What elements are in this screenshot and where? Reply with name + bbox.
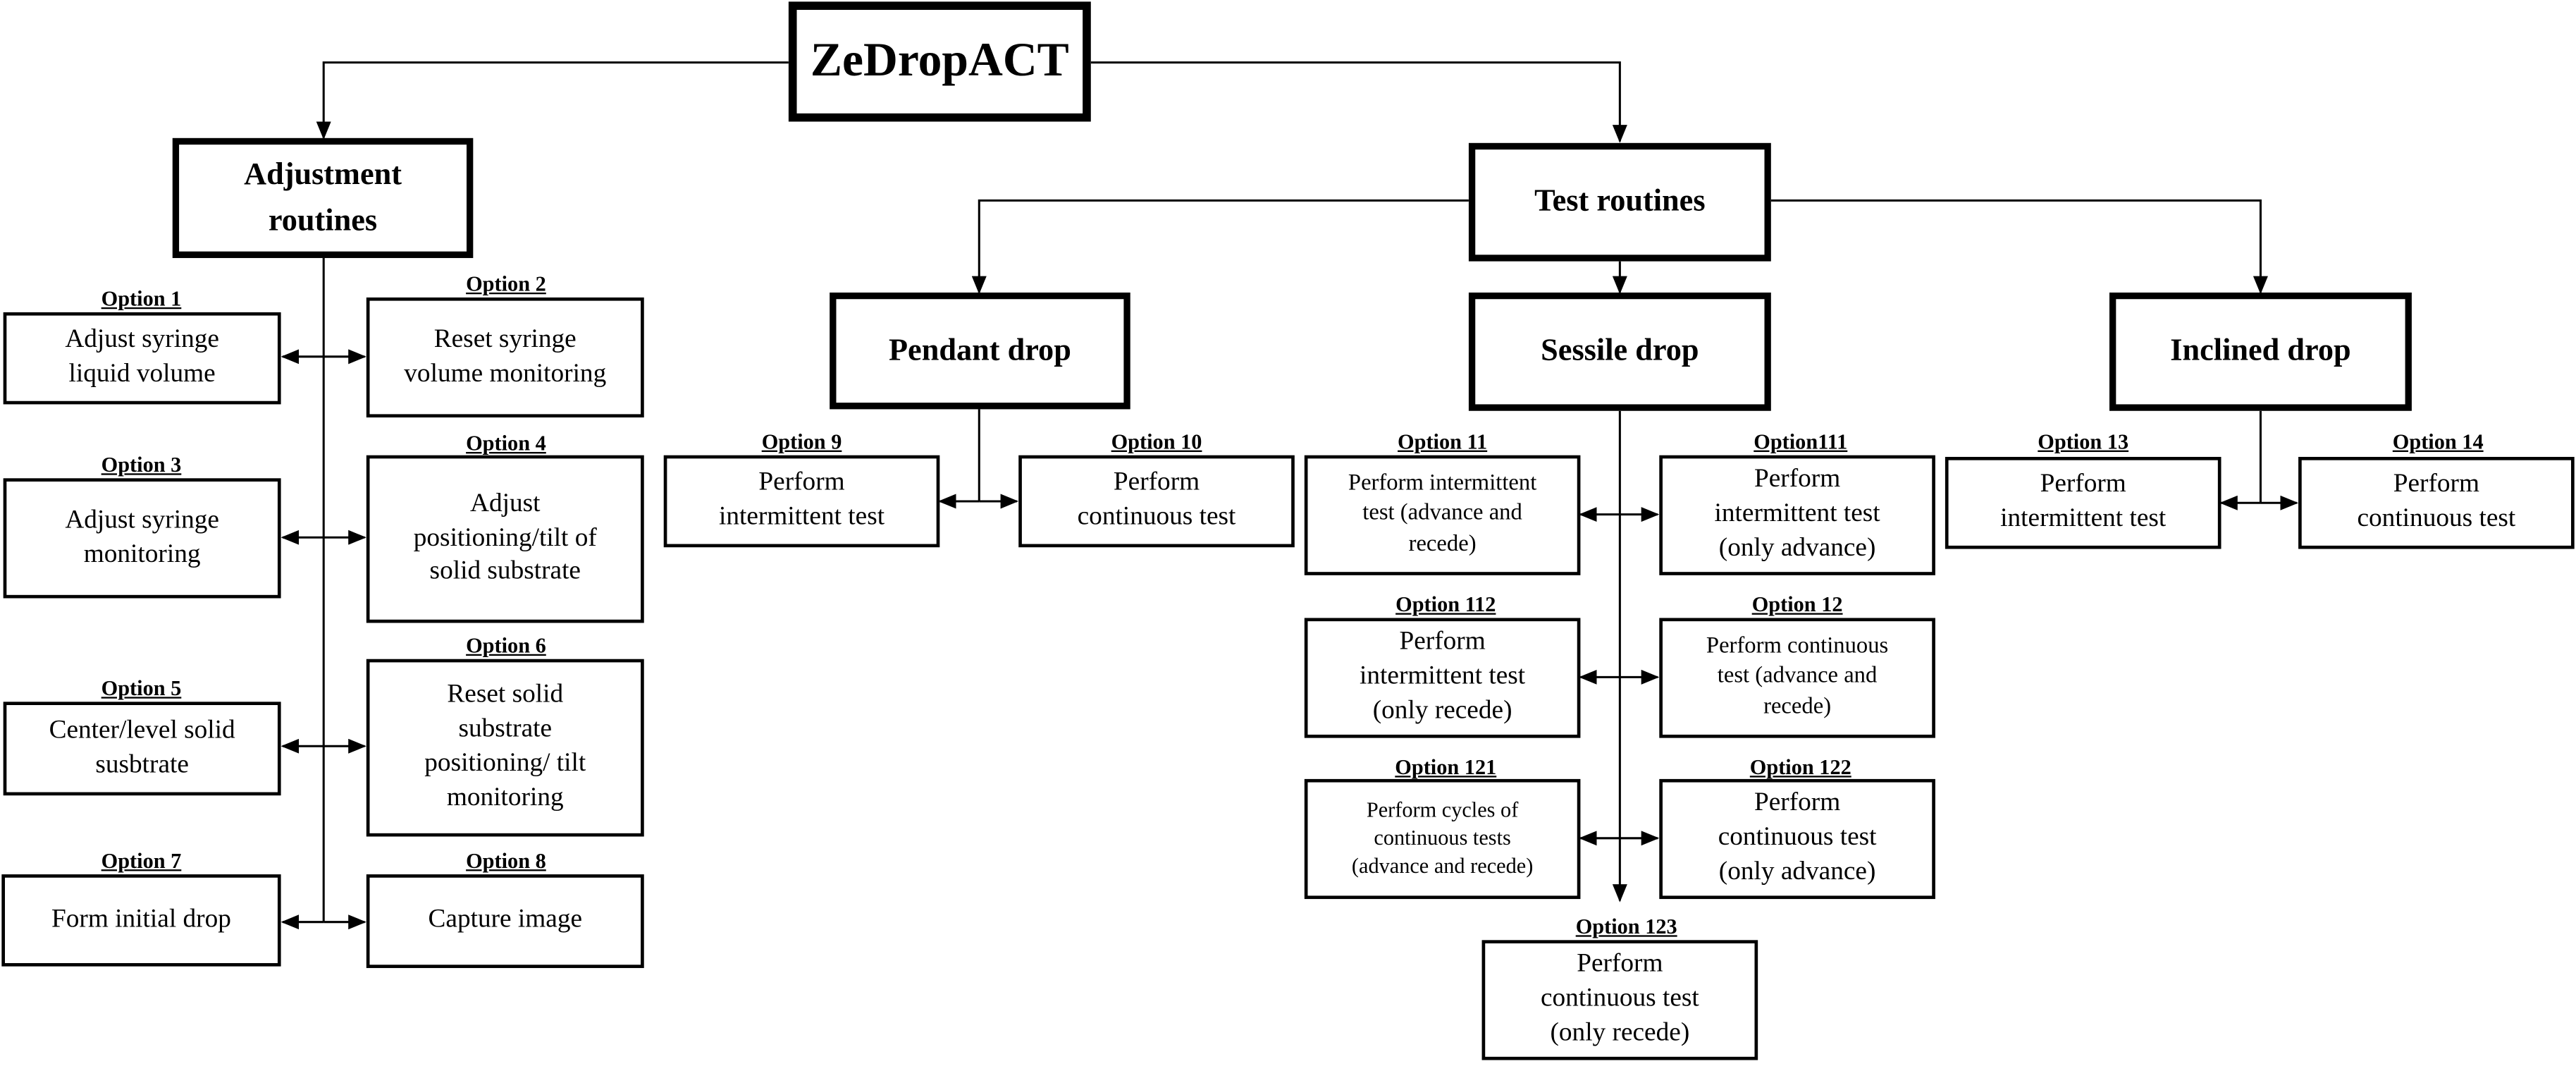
test-routines-node: Test routines bbox=[1468, 142, 1771, 262]
option-123-label: Option 123 bbox=[1575, 914, 1677, 939]
option-121-node: Perform cycles of continuous tests (adva… bbox=[1304, 778, 1581, 900]
option-6-node: Reset solid substrate positioning/ tilt … bbox=[366, 659, 644, 837]
option-7-node: Form initial drop bbox=[1, 874, 281, 967]
option-2-node: Reset syringe volume monitoring bbox=[366, 297, 644, 418]
option-123-node: Perform continuous test (only recede) bbox=[1481, 940, 1758, 1060]
option-13-label: Option 13 bbox=[2038, 429, 2129, 454]
option-112-node: Perform intermittent test (only recede) bbox=[1304, 618, 1581, 738]
option-9-node: Perform intermittent test bbox=[663, 455, 940, 548]
option-13-node: Perform intermittent test bbox=[1945, 457, 2221, 549]
option-111-label: Option111 bbox=[1754, 429, 1848, 454]
option-7-label: Option 7 bbox=[101, 847, 182, 873]
option-4-label: Option 4 bbox=[466, 430, 546, 455]
option-5-label: Option 5 bbox=[101, 675, 182, 701]
option-3-label: Option 3 bbox=[101, 452, 182, 477]
option-1-label: Option 1 bbox=[101, 286, 182, 311]
option-14-label: Option 14 bbox=[2392, 429, 2484, 454]
option-2-label: Option 2 bbox=[466, 271, 546, 296]
option-5-node: Center/level solid susbtrate bbox=[3, 702, 281, 796]
option-14-node: Perform continuous test bbox=[2298, 457, 2575, 549]
option-12-label: Option 12 bbox=[1751, 592, 1843, 617]
option-4-node: Adjust positioning/tilt of solid substra… bbox=[366, 455, 644, 623]
option-11-label: Option 11 bbox=[1398, 429, 1488, 454]
option-122-label: Option 122 bbox=[1749, 754, 1851, 779]
option-121-label: Option 121 bbox=[1395, 754, 1497, 779]
option-8-label: Option 8 bbox=[466, 847, 546, 873]
option-111-node: Perform intermittent test (only advance) bbox=[1659, 455, 1935, 575]
option-9-label: Option 9 bbox=[761, 429, 842, 454]
inclined-drop-node: Inclined drop bbox=[2109, 292, 2412, 411]
option-12-node: Perform continuous test (advance and rec… bbox=[1659, 618, 1935, 738]
option-6-label: Option 6 bbox=[466, 632, 546, 658]
option-3-node: Adjust syringe monitoring bbox=[3, 478, 281, 599]
option-1-node: Adjust syringe liquid volume bbox=[3, 312, 281, 405]
option-10-label: Option 10 bbox=[1111, 429, 1202, 454]
sessile-drop-node: Sessile drop bbox=[1468, 292, 1771, 411]
root-node: ZeDropACT bbox=[788, 1, 1091, 122]
pendant-drop-node: Pendant drop bbox=[830, 292, 1130, 410]
option-122-node: Perform continuous test (only advance) bbox=[1659, 778, 1935, 900]
adjustment-routines-node: Adjustment routines bbox=[172, 137, 474, 258]
option-112-label: Option 112 bbox=[1395, 592, 1496, 617]
option-11-node: Perform intermittent test (advance and r… bbox=[1304, 455, 1581, 575]
option-8-node: Capture image bbox=[366, 874, 644, 968]
option-10-node: Perform continuous test bbox=[1018, 455, 1295, 548]
